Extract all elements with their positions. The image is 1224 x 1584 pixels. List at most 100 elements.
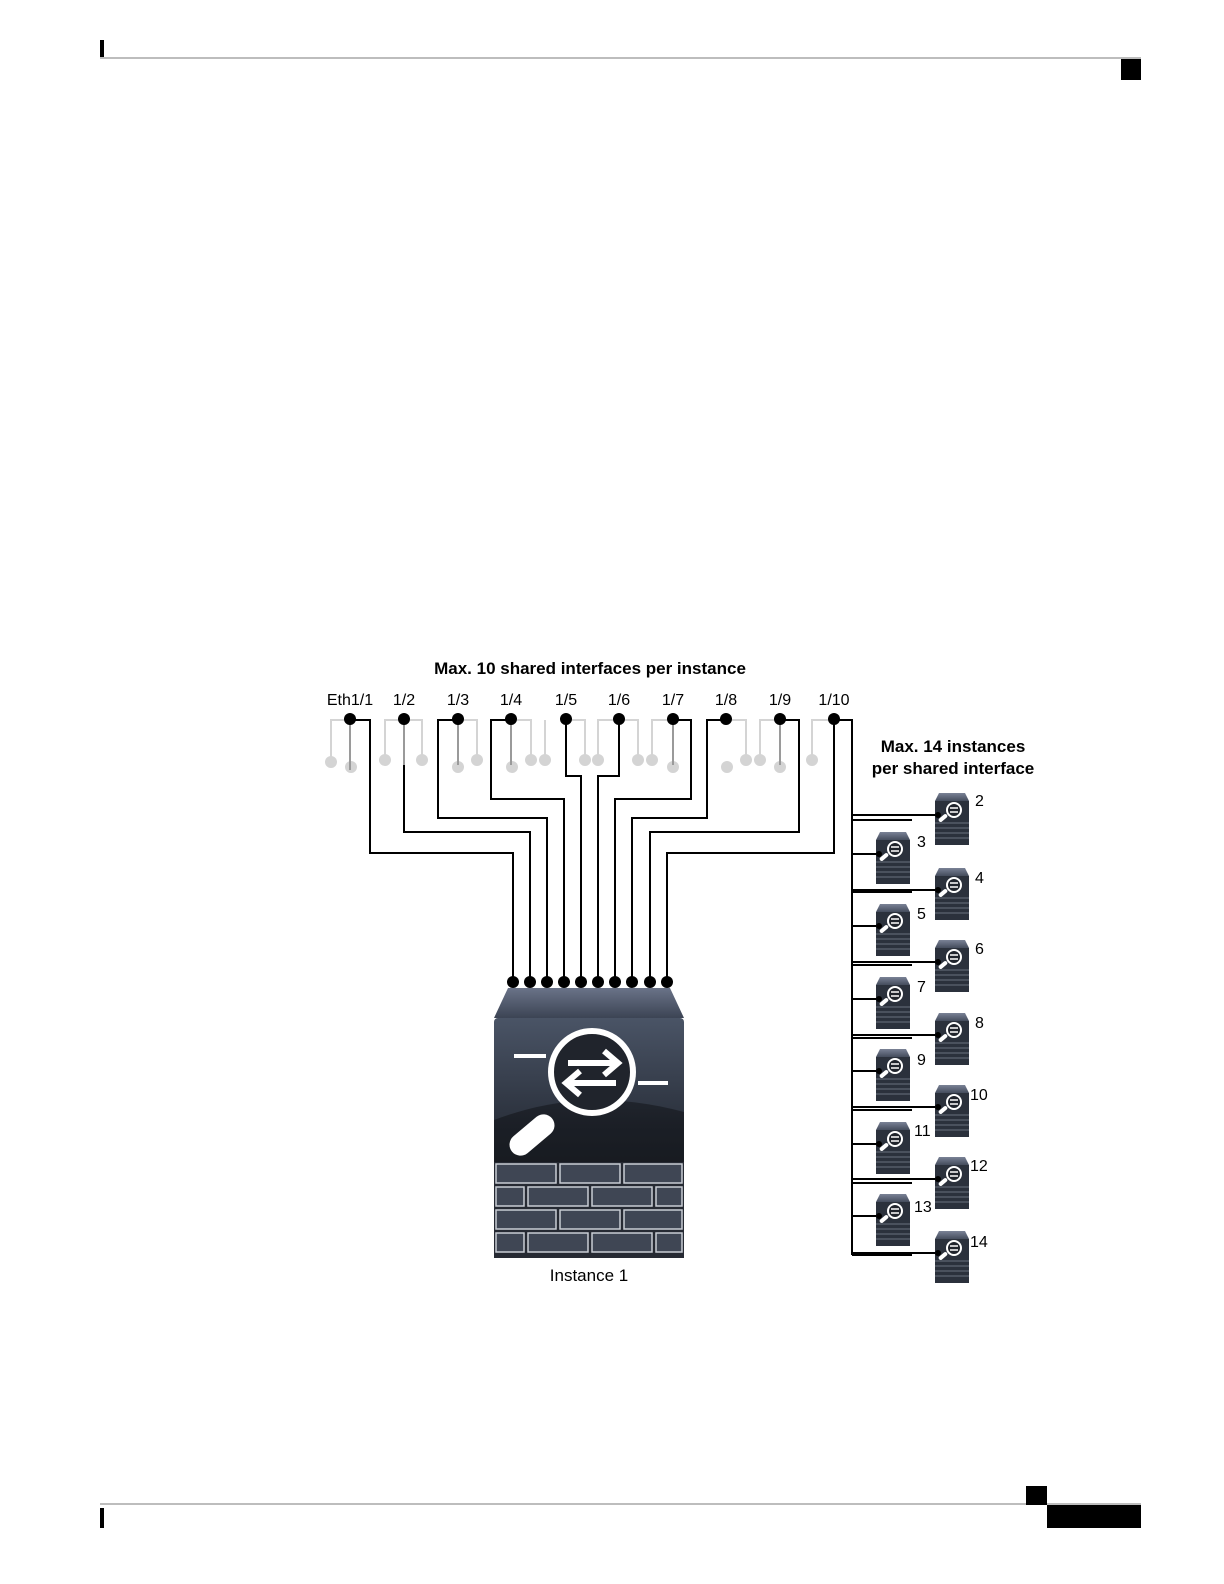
arrows-icon	[888, 1204, 902, 1218]
instance-port-dot	[626, 976, 638, 988]
interface-label: 1/4	[500, 692, 522, 709]
interface-label: 1/7	[662, 692, 684, 709]
arrows-icon	[947, 1241, 961, 1255]
instance-port-dot	[524, 976, 536, 988]
interface-dot	[774, 713, 786, 725]
brick	[528, 1187, 588, 1206]
interface-label: 1/10	[818, 692, 849, 709]
ghost-port	[646, 754, 658, 766]
interface-dot	[667, 713, 679, 725]
device-top	[935, 793, 969, 801]
diagram-title: Max. 10 shared interfaces per instance	[434, 659, 746, 678]
interface-dots	[344, 713, 840, 988]
interface-label: Eth1/1	[327, 692, 373, 709]
arrows-icon	[888, 987, 902, 1001]
footer-corner-block	[1026, 1486, 1047, 1505]
instance-number: 5	[917, 906, 926, 923]
brick	[592, 1187, 652, 1206]
instance-device-9: 9	[852, 1049, 926, 1101]
port-dot	[935, 887, 941, 893]
device-top	[876, 1194, 910, 1202]
interface-dot	[505, 713, 517, 725]
ghost-wire	[619, 720, 638, 760]
interface-dot	[560, 713, 572, 725]
arrows-icon	[947, 878, 961, 892]
footer-tick-mark	[100, 1508, 104, 1528]
brick	[592, 1233, 652, 1252]
ghost-wire	[566, 720, 585, 760]
port-dot	[935, 1250, 941, 1256]
interface-dot	[452, 713, 464, 725]
ghost-wire	[331, 720, 350, 762]
device-top	[876, 1049, 910, 1057]
device-top	[876, 977, 910, 985]
instance-number: 14	[970, 1234, 988, 1251]
device-top	[876, 832, 910, 840]
brick	[496, 1187, 524, 1206]
instance-1-device	[494, 988, 684, 1258]
device-top	[876, 1122, 910, 1130]
instance-number: 8	[975, 1015, 984, 1032]
ghost-port	[806, 754, 818, 766]
instance-number: 9	[917, 1052, 926, 1069]
instance-port-dot	[507, 976, 519, 988]
arrows-icon	[888, 842, 902, 856]
ghost-wire	[652, 720, 673, 760]
brick	[656, 1233, 682, 1252]
ghost-wire	[598, 720, 619, 760]
interface-dot	[613, 713, 625, 725]
ghost-wire	[511, 720, 531, 760]
ghost-port	[325, 756, 337, 768]
wire	[834, 720, 852, 1255]
port-dot	[876, 1141, 882, 1147]
instance-port-dot	[661, 976, 673, 988]
ghost-port	[754, 754, 766, 766]
arrows-icon	[947, 1167, 961, 1181]
instance-device-14: 14	[852, 1231, 988, 1283]
brick	[624, 1164, 682, 1183]
ghost-wire	[458, 720, 477, 760]
instance-port-dot	[541, 976, 553, 988]
device-top	[935, 1231, 969, 1239]
brick	[528, 1233, 588, 1252]
instance-1-label: Instance 1	[550, 1266, 628, 1285]
right-title-line-1: Max. 14 instances	[881, 737, 1026, 756]
interface-label: 1/6	[608, 692, 630, 709]
instance-port-dot	[575, 976, 587, 988]
device-top	[935, 1013, 969, 1021]
instance-port-dot	[558, 976, 570, 988]
wire	[566, 720, 581, 982]
ghost-port	[379, 754, 391, 766]
port-dot	[935, 1032, 941, 1038]
interface-dot	[398, 713, 410, 725]
device-top	[935, 1085, 969, 1093]
instance-number: 6	[975, 941, 984, 958]
instance-device-11: 11	[852, 1122, 931, 1174]
instance-device-13: 13	[852, 1194, 932, 1246]
ghost-wire	[385, 720, 404, 760]
interface-dot	[828, 713, 840, 725]
port-dot	[876, 1213, 882, 1219]
brick	[496, 1164, 556, 1183]
brick	[560, 1210, 620, 1229]
instance-number: 12	[970, 1158, 988, 1175]
arrows-icon	[888, 1059, 902, 1073]
instance-device-5: 5	[852, 904, 926, 956]
ghost-port	[471, 754, 483, 766]
instance-port-dot	[609, 976, 621, 988]
port-dot	[876, 923, 882, 929]
port-dot	[876, 996, 882, 1002]
ghost-wire	[726, 720, 746, 760]
port-dot	[935, 812, 941, 818]
instance-number: 7	[917, 979, 926, 996]
brick	[624, 1210, 682, 1229]
brick	[496, 1233, 524, 1252]
ghost-port	[539, 754, 551, 766]
ghost-wire	[812, 720, 834, 760]
interface-label: 1/8	[715, 692, 737, 709]
ghost-port	[740, 754, 752, 766]
footer-rule	[100, 1503, 1141, 1505]
ghost-port	[721, 761, 733, 773]
